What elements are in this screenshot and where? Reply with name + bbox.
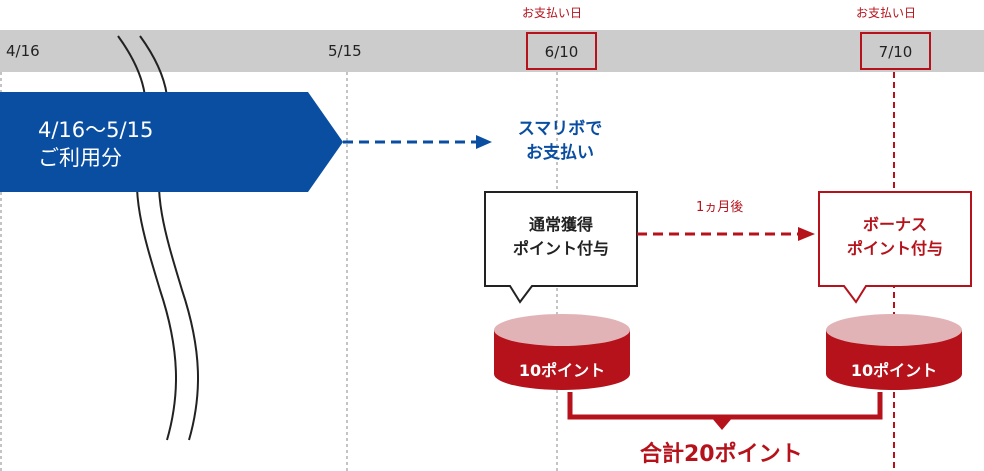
normal-points-amount: 10ポイント	[518, 361, 606, 380]
payment-method-text: スマリボで お支払い	[490, 117, 630, 165]
usage-period-text: 4/16〜5/15	[38, 118, 154, 142]
bonus-points-callout	[818, 191, 972, 304]
payment-day-label-6-10: お支払い日	[522, 6, 583, 20]
blue-arrow-head	[476, 135, 492, 149]
date-label-4-16: 4/16	[6, 42, 40, 60]
normal-points-line2: ポイント付与	[512, 239, 609, 258]
normal-points-callout-text: 通常獲得 ポイント付与	[485, 213, 637, 261]
bonus-points-callout-text: ボーナス ポイント付与	[819, 213, 971, 261]
usage-period-arrow	[0, 92, 343, 192]
bonus-points-cylinder	[826, 314, 962, 390]
bonus-points-amount: 10ポイント	[850, 361, 938, 380]
payment-method-line2: お支払い	[526, 143, 594, 163]
date-box-7-10: 7/10	[860, 32, 931, 70]
date-label-5-15: 5/15	[328, 42, 362, 60]
normal-points-line1: 通常獲得	[528, 215, 593, 234]
total-pointer	[711, 417, 733, 430]
normal-points-cylinder	[494, 314, 630, 390]
bonus-points-line1: ボーナス	[862, 215, 927, 234]
date-box-6-10: 6/10	[526, 32, 597, 70]
payment-method-line1: スマリボで	[517, 119, 603, 139]
total-bracket	[567, 392, 883, 420]
bonus-points-line2: ポイント付与	[846, 239, 943, 258]
delay-label: 1ヵ月後	[696, 200, 744, 215]
total-points-label: 合計20ポイント	[640, 442, 803, 467]
timeline-band	[0, 30, 984, 72]
usage-label-text: ご利用分	[38, 146, 122, 170]
red-arrow-head	[798, 227, 815, 241]
payment-day-label-7-10: お支払い日	[856, 6, 917, 20]
normal-points-callout	[484, 191, 638, 304]
